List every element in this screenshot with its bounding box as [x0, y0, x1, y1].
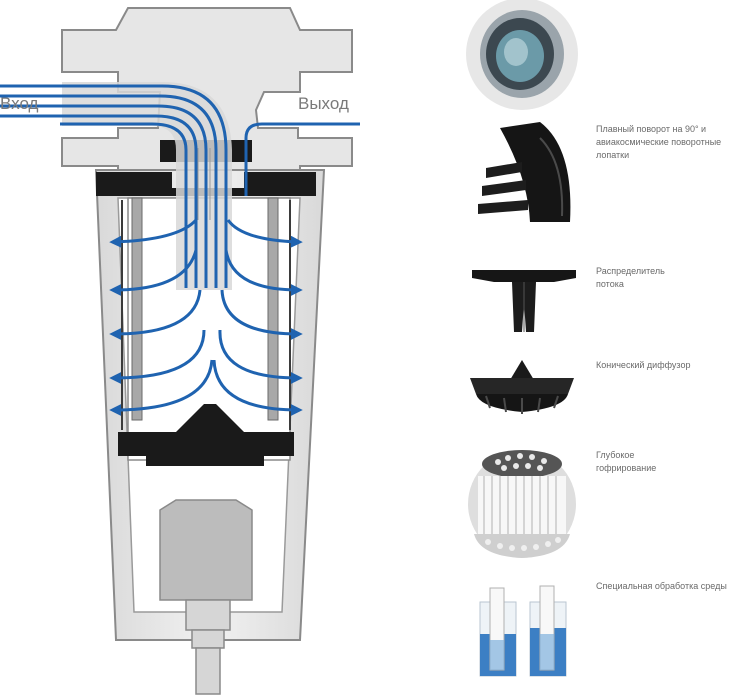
flow-distributor-icon	[472, 270, 576, 332]
auto-drain	[159, 499, 253, 695]
inlet-label: Вход	[0, 94, 39, 113]
media-treatment-beakers-icon	[479, 585, 567, 677]
feature-text-deep-pleating: Глубокое гофрирование	[596, 450, 657, 473]
feature-text-flow-distributor: Распределитель потока	[596, 266, 665, 289]
inlet-flow-arrows	[0, 84, 228, 288]
feature-text-media-treatment: Специальная обработка среды	[596, 581, 727, 591]
smooth-turn-cap-icon	[466, 0, 578, 110]
feature-text-turning-vanes: Плавный поворот на 90° и авиакосмические…	[596, 124, 722, 160]
bottom-diffuser	[118, 404, 294, 466]
radial-flow-arrows	[109, 218, 303, 416]
conical-diffuser-icon	[470, 360, 574, 414]
outlet-flow-arrows	[244, 122, 360, 196]
filter-element	[121, 197, 291, 430]
outlet-label: Выход	[298, 94, 349, 113]
deep-pleated-element-icon	[468, 450, 576, 558]
turning-vanes-icon	[478, 122, 571, 222]
feature-text-conical-diffuser: Конический диффузор	[596, 360, 691, 370]
